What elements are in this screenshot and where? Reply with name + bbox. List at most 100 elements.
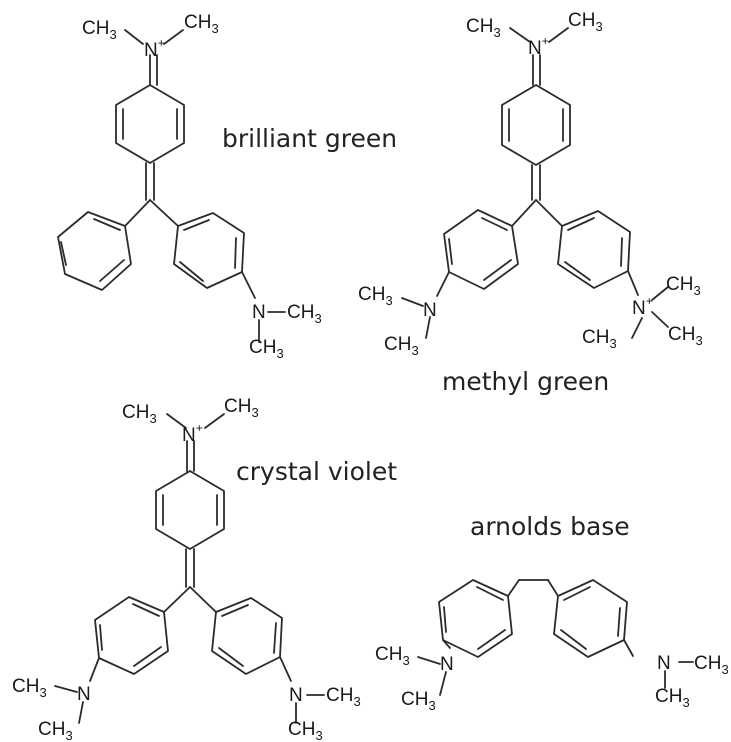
crystal-violet-label: crystal violet (236, 457, 397, 486)
sub-3: 3 (276, 346, 283, 361)
bonds (401, 27, 669, 339)
ch-text: CH (326, 685, 353, 706)
atom-labels: CH3 CH3 N+ N CH3 CH3 (82, 12, 322, 361)
sub-3: 3 (609, 336, 616, 351)
plus-sign: + (158, 36, 165, 50)
svg-text:CH3: CH3 (655, 686, 690, 710)
ch-text: CH (82, 18, 109, 39)
ch-text: CH (288, 719, 315, 740)
plus-sign: + (196, 421, 203, 435)
svg-text:CH3: CH3 (466, 16, 501, 40)
plus-sign: + (542, 34, 549, 48)
svg-text:N: N (77, 684, 91, 705)
svg-text:N+: N+ (144, 36, 165, 61)
n-text: N (632, 298, 646, 319)
n-text: N (77, 684, 91, 705)
ch-text: CH (401, 689, 428, 710)
plus-sign: + (646, 294, 653, 308)
svg-text:N: N (423, 300, 437, 321)
ch-text: CH (122, 402, 149, 423)
n-text: N (252, 302, 266, 323)
ch-text: CH (224, 396, 251, 417)
sub-3: 3 (493, 25, 500, 40)
ch-text: CH (12, 676, 39, 697)
ch-text: CH (375, 644, 402, 665)
ch-text: CH (358, 284, 385, 305)
ch-text: CH (666, 274, 693, 295)
ch-text: CH (249, 337, 276, 358)
arnolds-base-structure: CH3 N CH3 N CH3 CH3 arnolds base (375, 512, 729, 713)
sub-3: 3 (211, 21, 218, 36)
svg-text:N+: N+ (632, 294, 653, 319)
svg-text:CH3: CH3 (375, 644, 410, 668)
svg-text:N: N (440, 654, 454, 675)
ch-text: CH (655, 686, 682, 707)
methyl-green-label: methyl green (442, 367, 609, 396)
svg-text:CH3: CH3 (287, 302, 322, 326)
methyl-green-structure: CH3 CH3 N+ CH3 N CH3 N+ CH3 CH3 CH3 meth… (358, 10, 703, 396)
svg-text:N+: N+ (528, 34, 549, 59)
atom-labels: CH3 CH3 N+ CH3 N CH3 N+ CH3 CH3 CH3 (358, 10, 703, 358)
ch-text: CH (384, 334, 411, 355)
svg-text:CH3: CH3 (568, 10, 603, 34)
bonds (54, 413, 325, 724)
svg-text:CH3: CH3 (668, 324, 703, 348)
crystal-violet-structure: CH3 CH3 N+ CH3 N CH3 N CH3 CH3 crystal v… (12, 396, 397, 742)
brilliant-green-label: brilliant green (222, 124, 397, 153)
ch-text: CH (38, 719, 65, 740)
sub-3: 3 (353, 694, 360, 709)
brilliant-green-structure: CH3 CH3 N+ N CH3 CH3 brilliant green (57, 12, 397, 361)
sub-3: 3 (428, 698, 435, 713)
svg-text:CH3: CH3 (122, 402, 157, 426)
sub-3: 3 (109, 27, 116, 42)
arnolds-base-label: arnolds base (470, 512, 630, 541)
sub-3: 3 (39, 685, 46, 700)
svg-text:CH3: CH3 (326, 685, 361, 709)
ch-text: CH (694, 653, 721, 674)
ch-text: CH (568, 10, 595, 31)
atom-labels: CH3 N CH3 N CH3 CH3 (375, 644, 729, 713)
svg-text:CH3: CH3 (82, 18, 117, 42)
svg-text:CH3: CH3 (401, 689, 436, 713)
sub-3: 3 (695, 333, 702, 348)
bonds (57, 29, 286, 343)
n-text: N (182, 425, 196, 446)
sub-3: 3 (693, 283, 700, 298)
ch-text: CH (184, 12, 211, 33)
ch-text: CH (287, 302, 314, 323)
svg-text:CH3: CH3 (384, 334, 419, 358)
svg-text:CH3: CH3 (694, 653, 729, 677)
sub-3: 3 (65, 728, 72, 742)
ch-text: CH (466, 16, 493, 37)
svg-text:CH3: CH3 (288, 719, 323, 742)
sub-3: 3 (411, 343, 418, 358)
svg-text:CH3: CH3 (12, 676, 47, 700)
atom-labels: CH3 CH3 N+ CH3 N CH3 N CH3 CH3 (12, 396, 361, 742)
ch-text: CH (582, 327, 609, 348)
n-text: N (423, 300, 437, 321)
svg-text:CH3: CH3 (582, 327, 617, 351)
n-text: N (657, 653, 671, 674)
sub-3: 3 (595, 19, 602, 34)
n-text: N (289, 685, 303, 706)
sub-3: 3 (251, 405, 258, 420)
ch-text: CH (668, 324, 695, 345)
svg-text:CH3: CH3 (184, 12, 219, 36)
svg-text:N: N (289, 685, 303, 706)
n-text: N (528, 38, 542, 59)
svg-text:CH3: CH3 (666, 274, 701, 298)
n-text: N (440, 654, 454, 675)
n-text: N (144, 40, 158, 61)
svg-text:CH3: CH3 (38, 719, 73, 742)
sub-3: 3 (385, 293, 392, 308)
svg-text:CH3: CH3 (224, 396, 259, 420)
sub-3: 3 (682, 695, 689, 710)
svg-text:N: N (252, 302, 266, 323)
sub-3: 3 (721, 662, 728, 677)
sub-3: 3 (402, 653, 409, 668)
svg-text:N: N (657, 653, 671, 674)
sub-3: 3 (149, 411, 156, 426)
svg-text:CH3: CH3 (249, 337, 284, 361)
